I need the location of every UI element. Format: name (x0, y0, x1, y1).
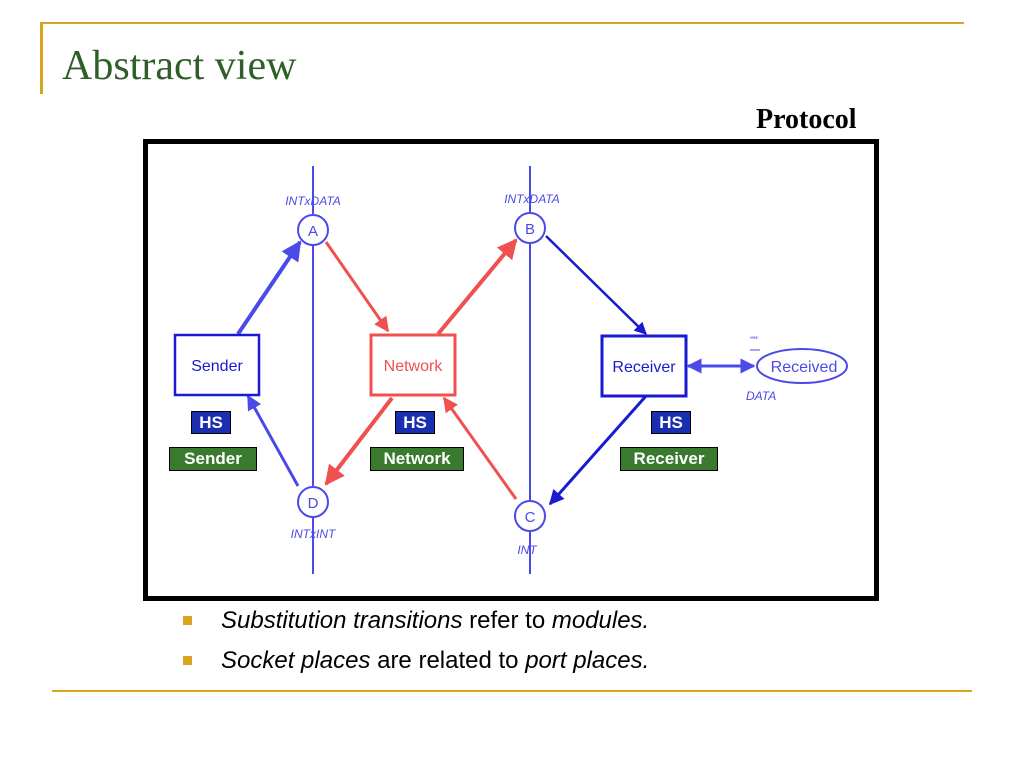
arc-network-to-b (436, 238, 518, 336)
place-a-type: INTxDATA (285, 194, 341, 208)
place-received-label: Received (771, 359, 838, 376)
sender-module-tag: Sender (169, 447, 257, 471)
arc-c-to-network (442, 396, 518, 500)
place-received-type: DATA (746, 389, 776, 403)
arc-receiver-to-c (548, 395, 648, 506)
bullet-square-icon (183, 656, 192, 665)
arc-a-to-network (324, 241, 390, 333)
place-a (297, 214, 329, 246)
place-received (756, 348, 848, 384)
place-received-initial-marking: "" (750, 335, 758, 347)
place-d-label: D (308, 495, 319, 512)
bullet-text: are related to (370, 647, 526, 674)
transition-receiver (600, 334, 688, 398)
receiver-hs-tag: HS (651, 411, 691, 434)
receiver-module-tag: Receiver (620, 447, 718, 471)
place-d-type: INTxINT (291, 527, 337, 541)
bullet-emphasis: Substitution transitions (221, 607, 463, 634)
network-module-tag: Network (370, 447, 464, 471)
transition-sender (173, 333, 261, 397)
title-rule-vertical (40, 22, 43, 94)
slide-title: Abstract view (62, 43, 297, 89)
place-c-label: C (525, 509, 536, 526)
transition-network (369, 333, 457, 397)
place-d (297, 486, 329, 518)
sender-hs-tag: HS (191, 411, 231, 434)
footer-rule (52, 690, 972, 692)
arc-b-to-receiver (545, 235, 647, 335)
place-b (514, 212, 546, 244)
bullet-square-icon (183, 616, 192, 625)
bullet-text: refer to (462, 607, 552, 634)
place-b-type: INTxDATA (504, 192, 560, 206)
protocol-label: Protocol (756, 104, 857, 135)
arc-network-to-d (324, 396, 394, 486)
place-c (514, 500, 546, 532)
place-b-label: B (525, 221, 535, 238)
petri-net-diagram: A INTxDATA B INTxDATA C INT D INTxINT Re… (143, 139, 879, 601)
network-hs-tag: HS (395, 411, 435, 434)
diagram-canvas: A INTxDATA B INTxDATA C INT D INTxINT Re… (173, 166, 848, 574)
bullet-emphasis: port places. (525, 647, 650, 674)
arc-sender-to-a (236, 240, 302, 336)
transition-network-label: Network (384, 358, 444, 375)
transition-receiver-label: Receiver (612, 359, 676, 376)
title-rule-horizontal (40, 22, 964, 24)
bullet-emphasis: modules. (551, 607, 650, 634)
transition-sender-label: Sender (191, 358, 243, 375)
place-c-type: INT (517, 543, 538, 557)
bullet-emphasis: Socket places (221, 647, 371, 674)
place-a-label: A (308, 223, 318, 240)
arc-d-to-sender (246, 394, 300, 487)
